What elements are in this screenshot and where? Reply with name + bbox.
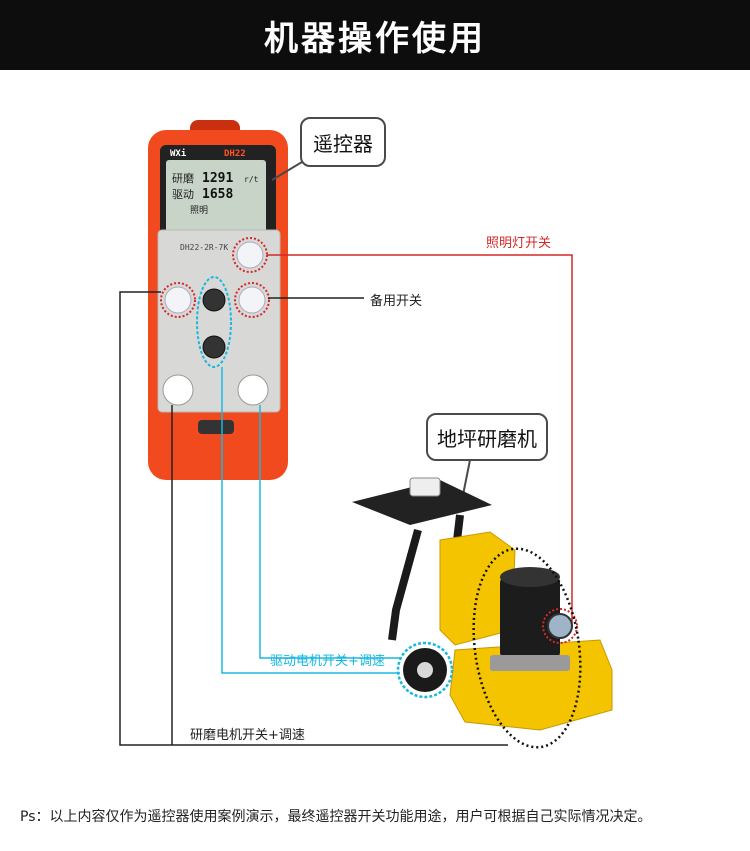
spare-button[interactable] (238, 286, 266, 314)
remote-screen (166, 160, 266, 235)
screen-line1-unit: r/t (244, 175, 259, 184)
joystick-lower-knob[interactable] (202, 335, 226, 359)
grinder-lamp (547, 613, 573, 639)
grind-connector-outer (119, 291, 508, 746)
grinder-callout-text: 地坪研磨机 (437, 426, 537, 451)
remote-callout-text: 遥控器 (313, 131, 373, 156)
joystick-highlight (196, 276, 232, 368)
left-button-highlight (160, 282, 196, 318)
grinder-callout: 地坪研磨机 (426, 413, 548, 461)
drive-connector-inner (259, 405, 400, 659)
wheel-highlight (396, 641, 454, 699)
grinder-wheel-hub (417, 662, 433, 678)
light-button[interactable] (236, 241, 264, 269)
remote-control: WXi DH22 研磨 1291 r/t 驱动 1658 照明 DH22-2R-… (148, 120, 288, 480)
drive-connector-outer (221, 367, 400, 674)
floor-grinder (352, 477, 613, 749)
motor-highlight (472, 547, 582, 749)
screen-line3: 照明 (190, 205, 208, 216)
drive-motor-label: 驱动电机开关+调速 (270, 654, 385, 669)
left-button[interactable] (164, 286, 192, 314)
spare-button-highlight (234, 282, 270, 318)
grinder-frame-left (388, 528, 422, 641)
lamp-highlight (542, 608, 578, 644)
grinder-handle-tray (352, 480, 492, 525)
joystick-upper-knob[interactable] (202, 288, 226, 312)
light-switch-label: 照明灯开关 (486, 236, 552, 251)
panel-model: DH22-2R-7K (180, 243, 228, 252)
screen-line2-value: 1658 (202, 187, 233, 202)
drive-knob[interactable] (237, 374, 269, 406)
grinder-motor-top (500, 567, 560, 587)
light-connector (267, 254, 573, 625)
illustration-svg: WXi DH22 研磨 1291 r/t 驱动 1658 照明 DH22-2R-… (119, 120, 613, 749)
remote-callout-pointer (271, 161, 303, 181)
screen-line1-value: 1291 (202, 171, 233, 186)
remote-callout: 遥控器 (300, 117, 386, 167)
grinder-motor-mount (490, 655, 570, 671)
footer-note: Ps：以上内容仅作为遥控器使用案例演示，最终遥控器开关功能用途，用户可根据自己实… (20, 809, 652, 825)
remote-model: DH22 (224, 149, 246, 159)
grind-knob[interactable] (162, 374, 194, 406)
remote-panel (157, 229, 281, 413)
grinder-control-box (409, 477, 441, 497)
spare-switch-label: 备用开关 (370, 294, 423, 309)
remote-bottom-plug (198, 420, 234, 434)
screen-line2-left: 驱动 (172, 188, 194, 201)
illustration: WXi DH22 研磨 1291 r/t 驱动 1658 照明 DH22-2R-… (0, 70, 750, 800)
page-title: 机器操作使用 (264, 18, 486, 59)
remote-brand: WXi (170, 148, 187, 159)
screen-line1-left: 研磨 (172, 172, 194, 185)
grind-motor-label: 研磨电机开关+调速 (190, 728, 305, 743)
header-banner: 机器操作使用 (0, 0, 750, 70)
grinder-motor (500, 575, 560, 660)
